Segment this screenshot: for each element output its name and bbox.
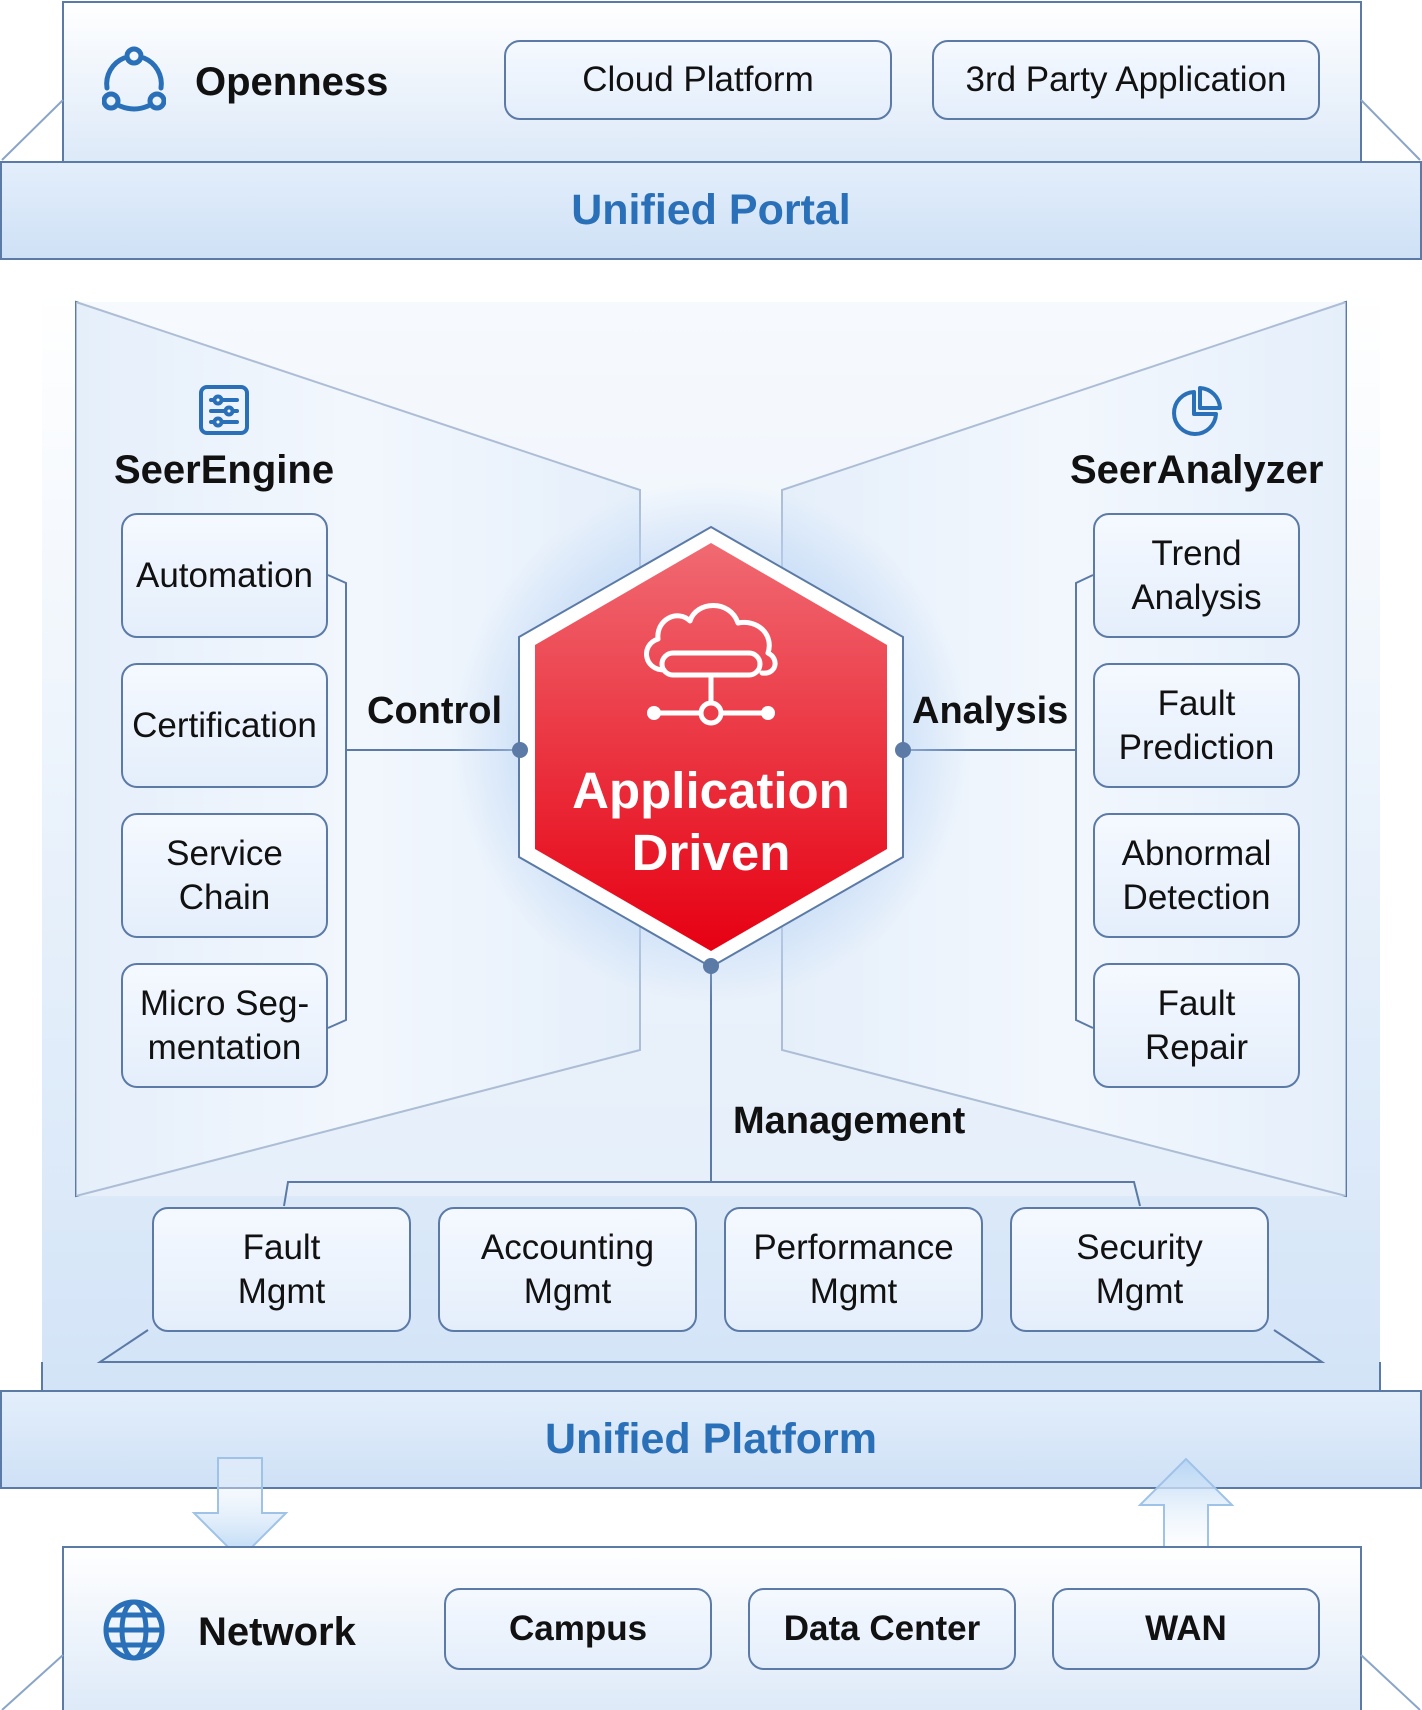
fault-repair-box: Fault Repair (1093, 963, 1300, 1088)
automation-box: Automation (121, 513, 328, 638)
analysis-dot (895, 742, 911, 758)
fault-prediction-box: Fault Prediction (1093, 663, 1300, 788)
unified-portal-bar: Unified Portal (0, 161, 1422, 260)
seeranalyzer-title: SeerAnalyzer (1070, 448, 1324, 492)
application-driven-title: Application Driven (535, 760, 887, 884)
seerengine-title: SeerEngine (114, 448, 335, 492)
pie-chart-icon (1172, 386, 1222, 436)
sliders-icon (199, 385, 249, 435)
accounting-mgmt-box: Accounting Mgmt (438, 1207, 697, 1332)
application-driven-line1: Application (572, 762, 850, 819)
micro-segmentation-box: Micro Seg- mentation (121, 963, 328, 1088)
performance-mgmt-box: Performance Mgmt (724, 1207, 983, 1332)
openness-title: Openness (195, 60, 389, 104)
management-dot (703, 958, 719, 974)
down-arrow-icon (191, 1457, 289, 1561)
wan-box: WAN (1052, 1588, 1320, 1670)
up-arrow-icon (1137, 1457, 1235, 1560)
certification-box: Certification (121, 663, 328, 788)
analysis-label: Analysis (912, 690, 1069, 732)
network-title: Network (198, 1610, 356, 1654)
cloud-platform-box: Cloud Platform (504, 40, 892, 120)
globe-icon (103, 1599, 165, 1661)
service-chain-box: Service Chain (121, 813, 328, 938)
abnormal-detection-box: Abnormal Detection (1093, 813, 1300, 938)
cloud-network-icon (644, 603, 778, 726)
application-driven-line2: Driven (631, 824, 791, 881)
share-nodes-icon (102, 46, 166, 112)
management-label: Management (733, 1100, 966, 1142)
control-label: Control (367, 690, 503, 732)
control-dot (512, 742, 528, 758)
security-mgmt-box: Security Mgmt (1010, 1207, 1269, 1332)
third-party-app-box: 3rd Party Application (932, 40, 1320, 120)
fault-mgmt-box: Fault Mgmt (152, 1207, 411, 1332)
data-center-box: Data Center (748, 1588, 1016, 1670)
flow-arrows (191, 1457, 1235, 1561)
trend-analysis-box: Trend Analysis (1093, 513, 1300, 638)
campus-box: Campus (444, 1588, 712, 1670)
